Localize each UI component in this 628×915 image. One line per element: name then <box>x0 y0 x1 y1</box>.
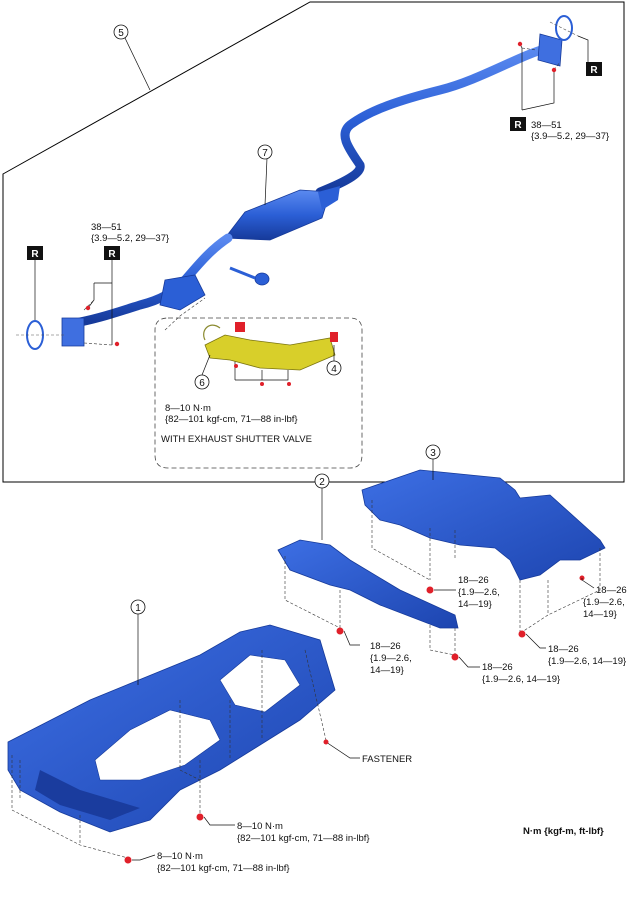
torque-front-2: {3.9—5.2, 29—37} <box>91 233 169 244</box>
fastener-label: FASTENER <box>362 754 412 765</box>
torque-c3b-1: 18—26 <box>596 585 627 596</box>
callout-7: 7 <box>257 144 273 160</box>
torque-c3c-1: 18—26 <box>548 644 579 655</box>
torque-c2b-2: {1.9—2.6, 14—19} <box>482 674 560 685</box>
torque-c1a-1: 8—10 N·m <box>237 821 283 832</box>
with-shutter-label: WITH EXHAUST SHUTTER VALVE <box>161 434 312 445</box>
svg-text:6: 6 <box>199 378 205 389</box>
r-badge-front-bolt: R <box>104 246 120 260</box>
r-badge-rear: R <box>586 62 602 76</box>
r-badge-front-bolt-label: R <box>108 249 116 260</box>
r-badge-rear-label: R <box>590 65 598 76</box>
torque-c1a-2: {82—101 kgf-cm, 71—88 in-lbf} <box>237 833 370 844</box>
torque-c3c-2: {1.9—2.6, 14—19} <box>548 656 626 667</box>
callout-2: 2 <box>314 473 330 489</box>
under-cover-2 <box>277 539 459 629</box>
callout-4: 4 <box>326 360 342 376</box>
torque-c1b-2: {82—101 kgf-cm, 71—88 in-lbf} <box>157 863 290 874</box>
svg-text:1: 1 <box>135 603 141 614</box>
under-cover-1 <box>7 624 336 833</box>
rear-gasket <box>555 15 573 41</box>
torque-c2a-1: 18—26 <box>370 641 401 652</box>
callout-3: 3 <box>425 444 441 460</box>
exhaust-frame <box>2 1 625 483</box>
shutter-valve-box <box>154 317 363 469</box>
torque-c2a-3: 14—19} <box>370 665 404 676</box>
svg-text:5: 5 <box>118 28 124 39</box>
r-badge-rear-bolt: R <box>510 117 526 131</box>
torque-rear-1: 38—51 <box>531 120 562 131</box>
exhaust-bolts <box>85 41 557 386</box>
callout-5: 5 <box>113 24 129 40</box>
units-label: N·m {kgf-m, ft-lbf} <box>523 826 604 837</box>
svg-text:3: 3 <box>430 448 436 459</box>
svg-text:2: 2 <box>319 477 325 488</box>
callout-1: 1 <box>130 599 146 615</box>
front-gasket <box>26 320 44 350</box>
cover-bolts <box>124 575 585 864</box>
torque-c1b-1: 8—10 N·m <box>157 851 203 862</box>
torque-c3b-3: 14—19} <box>583 609 617 620</box>
callout-6: 6 <box>194 374 210 390</box>
shutter-valve-assembly <box>203 322 338 371</box>
r-badge-front-label: R <box>31 249 39 260</box>
torque-valve-2: {82—101 kgf-cm, 71—88 in-lbf} <box>165 414 298 425</box>
svg-text:7: 7 <box>262 148 268 159</box>
torque-c3a-3: 14—19} <box>458 599 492 610</box>
torque-c3b-2: {1.9—2.6, <box>583 597 625 608</box>
under-cover-3 <box>361 469 606 581</box>
torque-c3a-2: {1.9—2.6, <box>458 587 500 598</box>
r-badge-front: R <box>27 246 43 260</box>
torque-rear-2: {3.9—5.2, 29—37} <box>531 131 609 142</box>
r-badge-rear-bolt-label: R <box>514 120 522 131</box>
exhaust-pipe <box>61 33 563 347</box>
torque-valve-1: 8—10 N·m <box>165 403 211 414</box>
torque-c3a-1: 18—26 <box>458 575 489 586</box>
torque-front-1: 38—51 <box>91 222 122 233</box>
svg-text:4: 4 <box>331 364 337 375</box>
torque-c2b-1: 18—26 <box>482 662 513 673</box>
torque-c2a-2: {1.9—2.6, <box>370 653 412 664</box>
